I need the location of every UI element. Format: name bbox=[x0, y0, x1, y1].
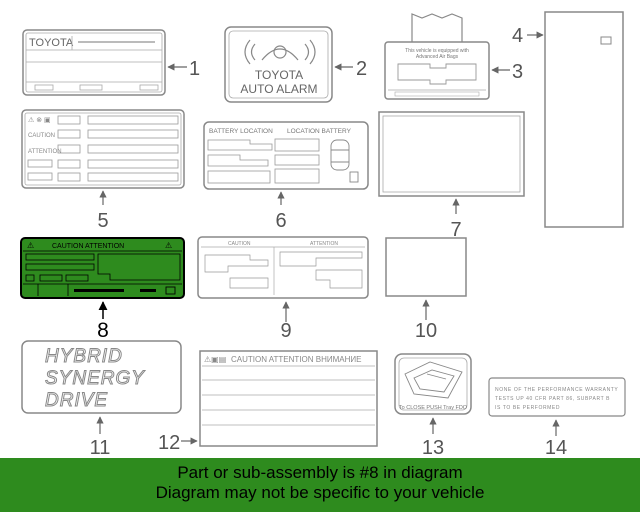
label-5-attention: ATTENTION bbox=[28, 149, 62, 155]
label-8-caution: CAUTION ATTENTION bbox=[52, 243, 124, 250]
banner-line1: Part or sub-assembly is #8 in diagram bbox=[177, 463, 463, 482]
label-2-line2: AUTO ALARM bbox=[240, 82, 317, 96]
label-12-icons: ⚠▣▤ bbox=[204, 355, 226, 364]
label-1-number: 1 bbox=[189, 58, 200, 80]
label-14-line3: IS TO BE PERFORMED bbox=[495, 405, 560, 411]
label-12-header: CAUTION ATTENTION ВНИМАНИЕ bbox=[231, 355, 361, 364]
label-2[interactable]: TOYOTA AUTO ALARM 2 bbox=[224, 26, 367, 103]
parts-diagram: TOYOTA 1 TOYOTA AUTO ALARM 2 This vehi bbox=[20, 11, 626, 458]
label-5[interactable]: ⚠ ⊗ ▣ CAUTION ATTENTION 5 bbox=[21, 109, 185, 232]
label-8-highlighted[interactable]: ⚠ CAUTION ATTENTION ⚠ 8 bbox=[20, 237, 185, 342]
label-6-left: BATTERY LOCATION bbox=[209, 128, 273, 135]
label-8-warning-icon-right: ⚠ bbox=[165, 241, 172, 250]
label-14[interactable]: NONE OF THE PERFORMANCE WARRANTY TESTS U… bbox=[488, 377, 626, 458]
label-1[interactable]: TOYOTA 1 bbox=[22, 29, 200, 96]
label-10[interactable]: 10 bbox=[385, 237, 467, 342]
tray-icon bbox=[404, 361, 463, 399]
label-7[interactable]: 7 bbox=[378, 111, 525, 241]
label-5-number: 5 bbox=[97, 210, 108, 232]
label-2-number: 2 bbox=[356, 58, 367, 80]
label-9[interactable]: CAUTION ATTENTION 9 bbox=[197, 236, 369, 342]
label-13-number: 13 bbox=[422, 437, 444, 458]
label-11-line1: HYBRID bbox=[45, 346, 123, 367]
label-8-number: 8 bbox=[97, 319, 109, 342]
label-4-number: 4 bbox=[512, 25, 523, 47]
label-13[interactable]: To CLOSE PUSH Tray FDO 13 bbox=[394, 353, 472, 458]
label-4[interactable]: 4 bbox=[512, 11, 624, 228]
info-banner: Part or sub-assembly is #8 in diagram Di… bbox=[0, 458, 640, 512]
label-1-brand: TOYOTA bbox=[29, 37, 74, 49]
label-9-number: 9 bbox=[280, 320, 291, 342]
label-7-number: 7 bbox=[450, 219, 461, 241]
label-3-line1: This vehicle is equipped with bbox=[405, 48, 469, 54]
label-11-line2: SYNERGY bbox=[45, 368, 145, 389]
car-topview-icon bbox=[330, 139, 359, 183]
label-14-line2: TESTS UP 40 CFR PART 86, SUBPART B bbox=[495, 396, 610, 402]
car-alarm-icon bbox=[244, 39, 316, 65]
label-3-number: 3 bbox=[512, 61, 523, 83]
label-6-right: LOCATION BATTERY bbox=[287, 128, 352, 135]
label-12-number: 12 bbox=[158, 432, 180, 454]
label-12[interactable]: ⚠▣▤ CAUTION ATTENTION ВНИМАНИЕ 12 bbox=[158, 350, 378, 454]
label-8-warning-icon: ⚠ bbox=[27, 241, 34, 250]
label-6-number: 6 bbox=[275, 210, 286, 232]
label-11-line3: DRIVE bbox=[45, 390, 108, 411]
label-3[interactable]: This vehicle is equipped with Advanced A… bbox=[384, 13, 523, 100]
label-11-number: 11 bbox=[90, 437, 111, 458]
label-2-line1: TOYOTA bbox=[255, 68, 303, 82]
warning-icons: ⚠ ⊗ ▣ bbox=[28, 116, 51, 124]
label-9-attention: ATTENTION bbox=[310, 241, 338, 247]
label-14-number: 14 bbox=[545, 437, 567, 458]
label-5-caution: CAUTION bbox=[28, 133, 55, 139]
label-13-text: To CLOSE PUSH Tray FDO bbox=[399, 405, 468, 411]
label-9-caution: CAUTION bbox=[228, 241, 251, 247]
label-14-line1: NONE OF THE PERFORMANCE WARRANTY bbox=[495, 387, 618, 393]
banner-line2: Diagram may not be specific to your vehi… bbox=[155, 483, 485, 502]
label-10-number: 10 bbox=[415, 320, 437, 342]
label-11[interactable]: HYBRID SYNERGY DRIVE 11 bbox=[21, 340, 182, 458]
label-3-line2: Advanced Air Bags bbox=[416, 54, 459, 60]
label-6[interactable]: BATTERY LOCATION LOCATION BATTERY 6 bbox=[203, 121, 369, 232]
